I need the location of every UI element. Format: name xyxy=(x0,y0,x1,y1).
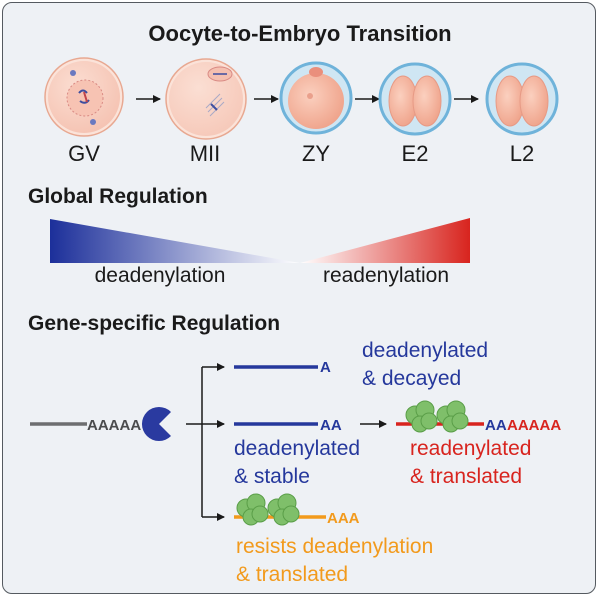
stage-label-l2: L2 xyxy=(510,141,534,166)
deadenylation-gradient xyxy=(50,219,300,263)
branch3-tail: AAA xyxy=(327,510,360,527)
readenylation-label: readenylation xyxy=(323,264,449,287)
global-regulation-heading: Global Regulation xyxy=(28,185,208,208)
deadenylase-pacman xyxy=(141,407,171,441)
readenylated-tail-blue: AA xyxy=(485,417,507,434)
start-polya-tail: AAAAA xyxy=(87,417,141,434)
early-two-cell-embryo xyxy=(378,62,452,136)
branch-bracket xyxy=(186,363,225,521)
late-two-cell-embryo xyxy=(485,62,559,136)
branch1-tail: A xyxy=(320,359,331,376)
branch2-tail: AA xyxy=(320,417,342,434)
readenylation-gradient xyxy=(300,218,470,263)
branch3-label-line1: resists deadenylation xyxy=(236,535,433,558)
gv-oocyte xyxy=(44,57,124,137)
stage-label-mii: MII xyxy=(190,141,221,166)
stage-label-zy: ZY xyxy=(302,141,330,166)
readenylated-label-line2: & translated xyxy=(410,465,522,488)
branch1-label-line2: & decayed xyxy=(362,367,461,390)
ribosome-pair-readenylated xyxy=(405,400,469,433)
readenylated-label-line1: readenylated xyxy=(410,437,531,460)
branch2-label-line2: & stable xyxy=(234,465,310,488)
branch2-label-line1: deadenylated xyxy=(234,437,360,460)
gene-specific-heading: Gene-specific Regulation xyxy=(28,312,280,335)
readenylated-tail-red: AAAAA xyxy=(507,417,561,434)
figure-title: Oocyte-to-Embryo Transition xyxy=(148,21,451,46)
stage-label-gv: GV xyxy=(68,141,100,166)
stage-label-e2: E2 xyxy=(402,141,429,166)
ribosome-pair-branch3 xyxy=(236,493,300,526)
branch3-label-line2: & translated xyxy=(236,563,348,586)
zygote xyxy=(279,61,353,135)
mii-oocyte xyxy=(165,58,247,140)
deadenylation-label: deadenylation xyxy=(95,264,226,287)
branch1-label-line1: deadenylated xyxy=(362,339,488,362)
